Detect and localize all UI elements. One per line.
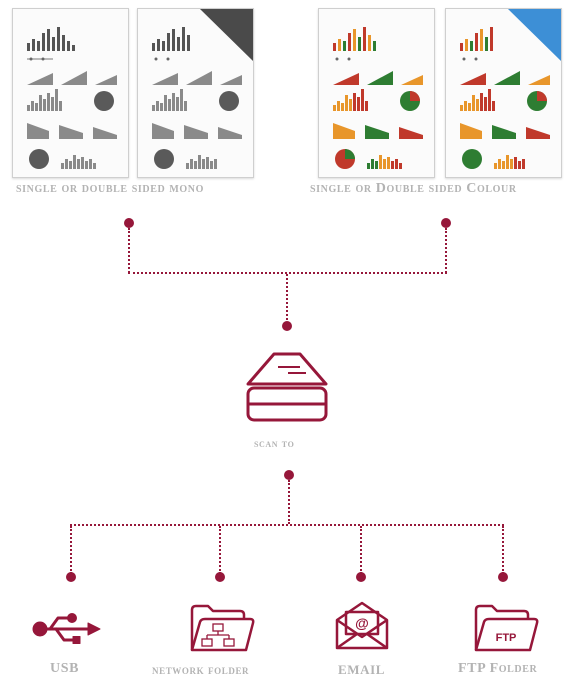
connector-line [128, 272, 447, 274]
network-folder-icon [190, 604, 255, 652]
colour-label: single or Double sided Colour [310, 181, 517, 196]
connector-dot [356, 572, 366, 582]
email-at-glyph: @ [355, 615, 369, 631]
connector-line [286, 274, 288, 320]
colour-page-front [318, 8, 435, 178]
ftp-folder-label: FTP Folder [458, 661, 538, 676]
usb-icon [32, 613, 101, 644]
ftp-glyph: FTP [496, 632, 517, 644]
colour-chart-thumbnail-icon [460, 9, 561, 169]
connector-line [360, 526, 362, 574]
connector-dot [498, 572, 508, 582]
connector-line [128, 228, 130, 273]
mono-chart-thumbnail-icon [152, 9, 253, 169]
connector-line [70, 524, 504, 526]
connector-line [288, 480, 290, 524]
connector-line [445, 228, 447, 273]
connector-line [70, 526, 72, 574]
colour-page-back [445, 8, 562, 178]
usb-label: USB [50, 661, 80, 676]
scanner-icon [246, 352, 328, 422]
connector-line [502, 526, 504, 574]
email-label: EMAIL [338, 662, 386, 677]
connector-dot [284, 470, 294, 480]
connector-dot [66, 572, 76, 582]
mono-page-front [12, 8, 129, 178]
connector-dot [282, 321, 292, 331]
mono-label: single or double sided mono [16, 181, 205, 196]
email-icon: @ [335, 601, 389, 650]
colour-chart-thumbnail-icon [333, 27, 423, 169]
connector-dot [441, 218, 451, 228]
mono-chart-thumbnail-icon [27, 27, 117, 169]
connector-dot [124, 218, 134, 228]
connector-line [219, 526, 221, 574]
connector-dot [215, 572, 225, 582]
network-folder-label: network folder [152, 662, 250, 677]
ftp-folder-icon: FTP [474, 604, 539, 652]
mono-page-back [137, 8, 254, 178]
scan-to-label: scan to [254, 436, 295, 450]
